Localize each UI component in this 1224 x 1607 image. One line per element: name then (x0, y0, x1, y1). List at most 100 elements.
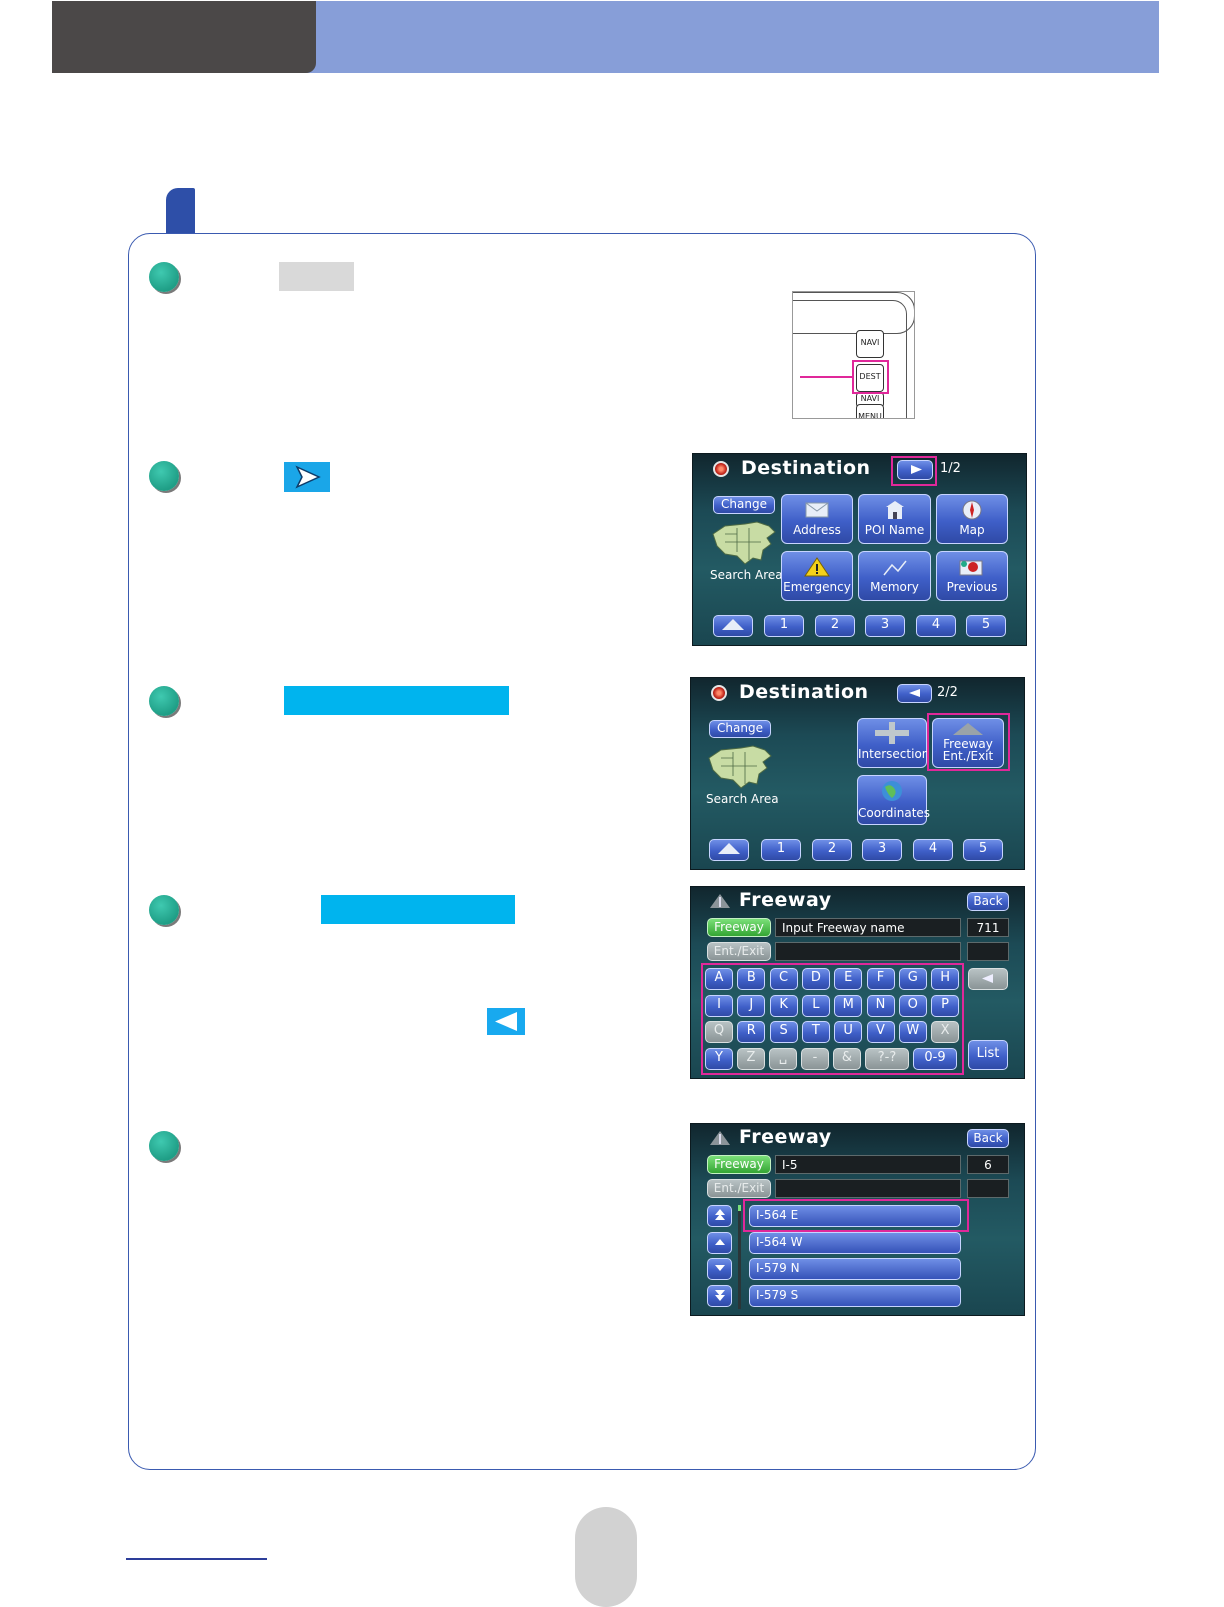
map-label: Map (959, 523, 985, 537)
key-i[interactable]: I (705, 995, 733, 1017)
home-preset-button[interactable] (709, 839, 749, 861)
list-item[interactable]: I-564 W (749, 1232, 961, 1254)
right-arrow-icon (295, 465, 321, 489)
key-numbers[interactable]: 0-9 (913, 1048, 957, 1070)
entexit-tab[interactable]: Ent./Exit (707, 942, 771, 961)
preset-2-button[interactable]: 2 (812, 839, 852, 861)
left-arrow-icon (981, 974, 993, 983)
list-item[interactable]: I-564 E (749, 1205, 961, 1227)
key-h[interactable]: H (931, 968, 960, 990)
key-symbols[interactable]: ?-? (865, 1048, 909, 1070)
back-button[interactable]: Back (967, 892, 1009, 911)
home-preset-button[interactable] (713, 615, 753, 637)
key-t[interactable]: T (801, 1021, 830, 1043)
memory-button[interactable]: Memory (858, 551, 931, 601)
key-g[interactable]: G (898, 968, 927, 990)
dest-key-callout-box (852, 360, 889, 394)
key-o[interactable]: O (898, 995, 927, 1017)
freeway-input-screen: Freeway Back Freeway Input Freeway name … (690, 886, 1025, 1079)
back-button[interactable]: Back (967, 1129, 1009, 1148)
step-marker-4 (149, 895, 179, 925)
map-button[interactable]: Map (936, 494, 1008, 544)
double-up-arrow-icon (714, 1209, 725, 1220)
preset-1-button[interactable]: 1 (764, 615, 804, 637)
key-y[interactable]: Y (705, 1048, 733, 1070)
freeway-tab[interactable]: Freeway (707, 1155, 771, 1174)
previous-button[interactable]: Previous (936, 551, 1008, 601)
key-j[interactable]: J (737, 995, 766, 1017)
scrollbar-thumb[interactable] (738, 1205, 741, 1211)
key-d[interactable]: D (801, 968, 830, 990)
scroll-up-button[interactable] (707, 1232, 732, 1254)
change-button[interactable]: Change (709, 720, 771, 738)
key-r[interactable]: R (737, 1021, 766, 1043)
address-label: Address (793, 523, 841, 537)
freeway-icon (953, 723, 983, 735)
key-space[interactable]: ␣ (769, 1048, 797, 1070)
next-page-button[interactable] (897, 460, 933, 480)
key-x[interactable]: X (931, 1021, 960, 1043)
list-button[interactable]: List (968, 1040, 1008, 1070)
key-l[interactable]: L (801, 995, 830, 1017)
entexit-input (775, 942, 961, 961)
change-button[interactable]: Change (713, 496, 775, 514)
preset-5-button[interactable]: 5 (966, 615, 1006, 637)
emergency-button[interactable]: Emergency (781, 551, 853, 601)
backspace-button[interactable] (968, 968, 1008, 990)
scroll-down-button[interactable] (707, 1258, 732, 1280)
previous-page-button[interactable] (897, 684, 932, 703)
key-p[interactable]: P (931, 995, 960, 1017)
key-n[interactable]: N (866, 995, 895, 1017)
building-icon (885, 501, 904, 519)
entexit-tab[interactable]: Ent./Exit (707, 1179, 771, 1198)
key-u[interactable]: U (834, 1021, 863, 1043)
search-area-label: Search Area (706, 792, 779, 806)
key-m[interactable]: M (834, 995, 863, 1017)
preset-3-button[interactable]: 3 (865, 615, 905, 637)
header-tab (52, 1, 316, 73)
page-indicator: 1/2 (940, 461, 961, 476)
list-item[interactable]: I-579 S (749, 1285, 961, 1307)
step-marker-3 (149, 686, 179, 716)
key-a[interactable]: A (705, 968, 733, 990)
key-e[interactable]: E (834, 968, 863, 990)
destination-pin-icon (711, 685, 727, 701)
key-s[interactable]: S (769, 1021, 798, 1043)
poi-name-button[interactable]: POI Name (858, 494, 931, 544)
key-z[interactable]: Z (737, 1048, 765, 1070)
up-arrow-icon (714, 1239, 725, 1245)
address-button[interactable]: Address (781, 494, 853, 544)
freeway-icon (710, 894, 730, 908)
preset-4-button[interactable]: 4 (913, 839, 953, 861)
page-down-button[interactable] (707, 1285, 732, 1307)
preset-5-button[interactable]: 5 (963, 839, 1003, 861)
freeway-label-line2: Ent./Exit (942, 749, 994, 763)
key-c[interactable]: C (769, 968, 798, 990)
preset-4-button[interactable]: 4 (916, 615, 956, 637)
intersection-button[interactable]: Intersection (857, 718, 929, 768)
step-marker-5 (149, 1131, 179, 1161)
freeway-tab[interactable]: Freeway (707, 918, 771, 937)
key-b[interactable]: B (737, 968, 766, 990)
preset-2-button[interactable]: 2 (815, 615, 855, 637)
home-icon (722, 619, 744, 630)
page-up-button[interactable] (707, 1205, 732, 1227)
key-w[interactable]: W (898, 1021, 927, 1043)
freeway-icon (710, 1131, 730, 1145)
coordinates-button[interactable]: Coordinates (857, 775, 930, 825)
preset-1-button[interactable]: 1 (761, 839, 801, 861)
freeway-name-input[interactable]: I-5 (775, 1155, 961, 1174)
key-hyphen[interactable]: - (801, 1048, 829, 1070)
freeway-entexit-button[interactable]: Freeway Ent./Exit (932, 718, 1004, 768)
key-f[interactable]: F (866, 968, 895, 990)
key-k[interactable]: K (769, 995, 798, 1017)
key-ampersand[interactable]: & (833, 1048, 861, 1070)
preset-3-button[interactable]: 3 (862, 839, 902, 861)
key-v[interactable]: V (866, 1021, 895, 1043)
footer-rule (126, 1558, 267, 1560)
key-q[interactable]: Q (705, 1021, 733, 1043)
freeway-name-input[interactable]: Input Freeway name (775, 918, 961, 937)
list-item[interactable]: I-579 N (749, 1258, 961, 1280)
scrollbar-track[interactable] (738, 1205, 741, 1309)
callout-line (800, 376, 852, 378)
